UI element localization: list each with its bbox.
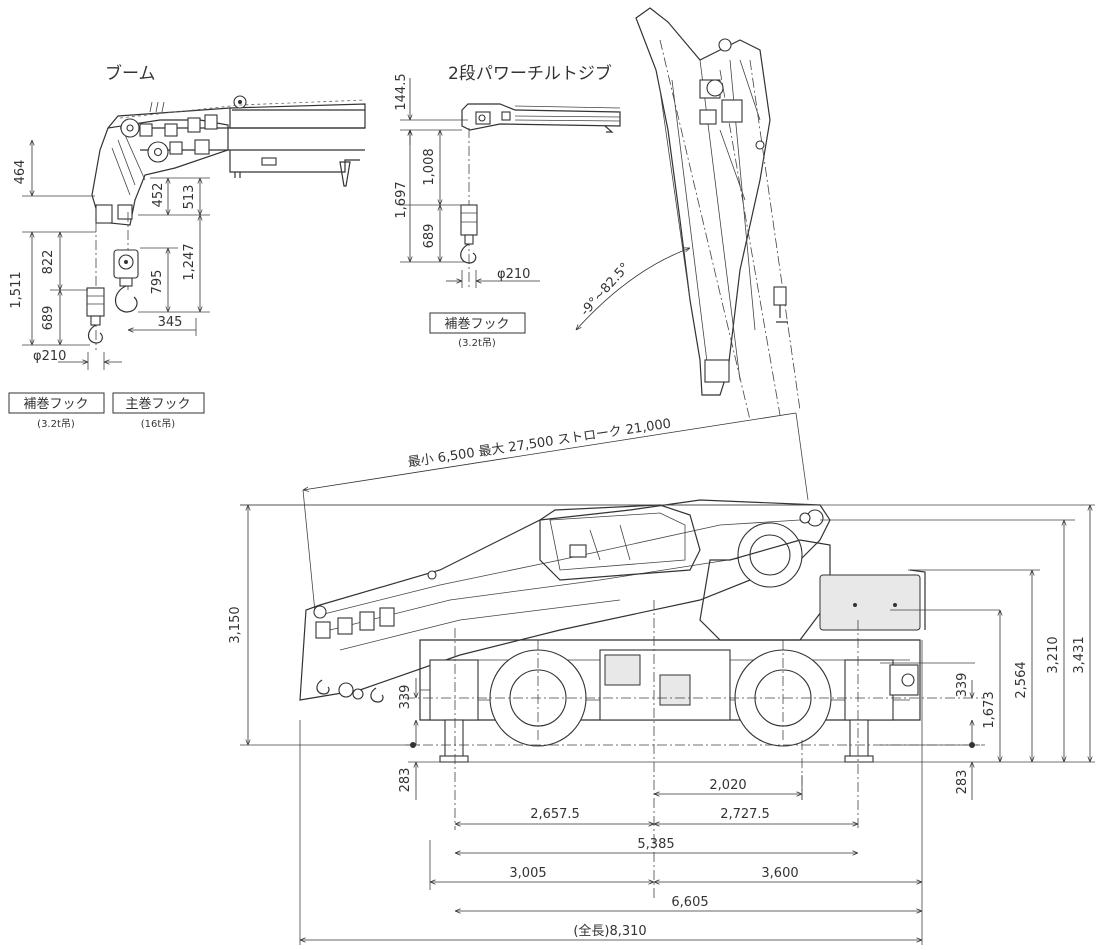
main-side-view: 最小 6,500 最大 27,500 ストローク 21,000 <box>228 412 1095 945</box>
dim-2020: 2,020 <box>709 778 746 793</box>
dim-1247: 1,247 <box>182 243 197 280</box>
dim-3005: 3,005 <box>509 866 546 881</box>
jib-aux-hook-label: 補巻フック <box>444 317 509 332</box>
dim-689-boom: 689 <box>41 306 56 331</box>
aux-hook-capacity: (3.2t吊) <box>37 418 75 430</box>
boom-length-label: 最小 6,500 最大 27,500 ストローク 21,000 <box>407 416 672 470</box>
dim-452: 452 <box>151 183 166 208</box>
dim-5385: 5,385 <box>637 837 674 852</box>
aux-hook-label: 補巻フック <box>23 397 88 412</box>
dim-2564: 2,564 <box>1014 661 1029 698</box>
dim-822: 822 <box>41 250 56 275</box>
jib-aux-hook-capacity: (3.2t吊) <box>458 337 496 349</box>
dim-339-right: 339 <box>955 673 970 698</box>
dim-283-left: 283 <box>398 768 413 793</box>
dim-8310: (全長)8,310 <box>573 923 646 939</box>
boom-head-detail: ブーム <box>8 63 366 430</box>
dim-795: 795 <box>150 270 165 295</box>
dim-464: 464 <box>13 160 28 185</box>
main-hook-label: 主巻フック <box>125 397 190 412</box>
jib-head-detail: 2段パワーチルトジブ 144.5 1,697 1,008 689 φ210 補巻… <box>394 63 621 349</box>
dim-1697: 1,697 <box>394 181 409 218</box>
dim-283-right: 283 <box>955 770 970 795</box>
boom-title: ブーム <box>105 63 156 84</box>
dim-phi210-jib: φ210 <box>497 267 530 282</box>
aux-hook-box <box>8 392 105 414</box>
dim-513: 513 <box>182 185 197 210</box>
dim-1511: 1,511 <box>9 271 24 308</box>
jib-angle-label: -9°~82.5° <box>578 260 633 319</box>
main-hook-capacity: (16t吊) <box>141 418 176 430</box>
dim-6605: 6,605 <box>671 895 708 910</box>
dim-345: 345 <box>158 315 183 330</box>
dim-144-5: 144.5 <box>394 73 409 110</box>
dim-339-left: 339 <box>398 685 413 710</box>
jib-title: 2段パワーチルトジブ <box>448 63 612 84</box>
dim-2657-5: 2,657.5 <box>530 807 580 822</box>
dim-phi210-boom: φ210 <box>33 349 66 364</box>
dim-3431: 3,431 <box>1072 636 1087 673</box>
dim-1008: 1,008 <box>422 148 437 185</box>
dim-689-jib: 689 <box>422 224 437 249</box>
main-hook-box <box>112 392 205 414</box>
dim-2727-5: 2,727.5 <box>720 807 770 822</box>
dim-1673: 1,673 <box>982 691 997 728</box>
dim-3210: 3,210 <box>1046 636 1061 673</box>
dim-3600: 3,600 <box>761 866 798 881</box>
dim-3150: 3,150 <box>228 606 243 643</box>
jib-aux-hook-box <box>429 312 526 334</box>
